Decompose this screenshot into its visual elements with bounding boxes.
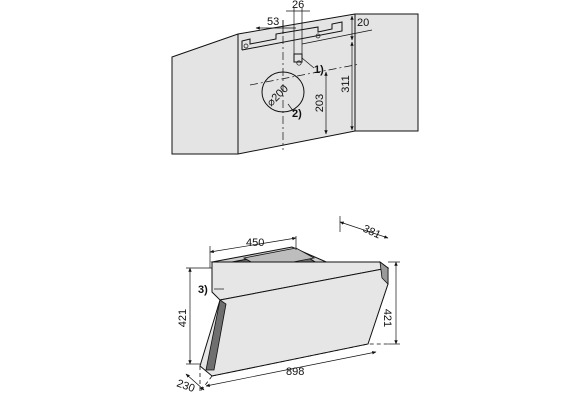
- dim-53-label: 53: [267, 16, 279, 28]
- dim-450-line: [209, 236, 297, 254]
- wall-panel: [171, 13, 419, 155]
- dim-230-line: [185, 373, 205, 391]
- hood-right-side: [379, 261, 389, 285]
- bracket-hole-right: [315, 33, 321, 39]
- dim-421-right-label: 421: [381, 309, 393, 327]
- callout-1-leader: [301, 57, 315, 69]
- dim-898-line: [205, 351, 377, 387]
- callout-3: 3): [198, 284, 208, 296]
- dim-230-label: 230: [175, 378, 196, 396]
- dim-20-ext: [301, 29, 373, 45]
- dim-20-label: 20: [357, 17, 369, 29]
- dim-381-label: 381: [361, 223, 383, 242]
- bracket-hole-left: [243, 43, 249, 49]
- bracket-hole-center: [296, 60, 302, 66]
- hood-view: 381 450 421 421 898 230 3): [175, 216, 400, 395]
- dim-203-label: 203: [314, 94, 326, 112]
- dim-26-label: 26: [292, 0, 304, 11]
- wall-mounting-view: 53 26 20 311 203 ⌀200 1) 2): [171, 0, 419, 155]
- centerline-horizontal: [249, 63, 361, 86]
- dim-898-label: 898: [286, 366, 304, 378]
- dim-450-label: 450: [246, 237, 264, 249]
- callout-1: 1): [314, 64, 324, 76]
- dim-421-left-label: 421: [177, 309, 189, 327]
- mounting-bracket: [241, 21, 343, 51]
- dim-311-label: 311: [340, 75, 352, 93]
- callout-2: 2): [292, 108, 302, 120]
- callout-2-leader: [287, 103, 295, 113]
- dim-381-line: [339, 221, 389, 239]
